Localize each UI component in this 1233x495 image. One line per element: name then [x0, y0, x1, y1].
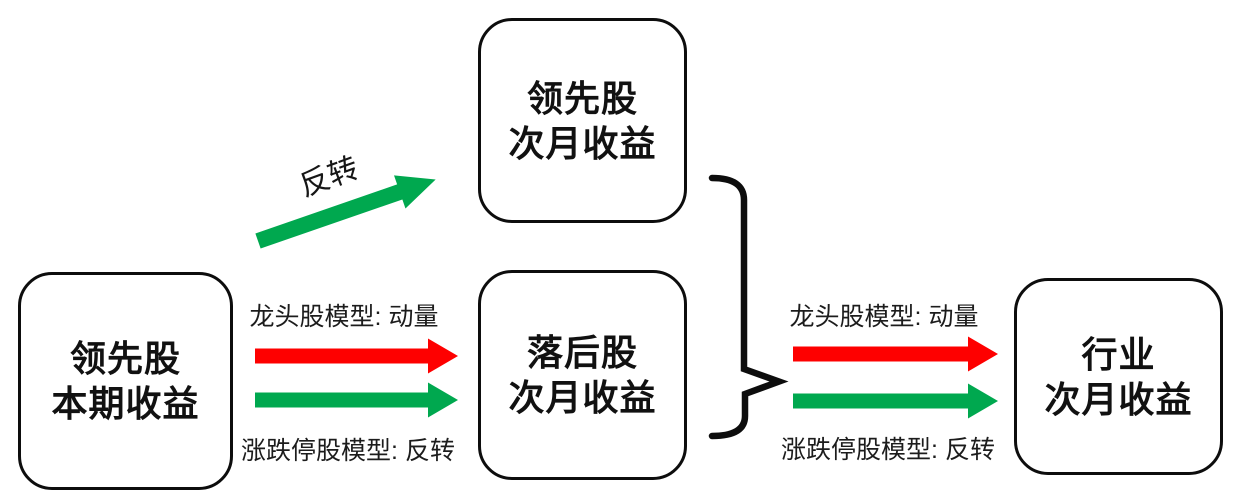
arrow-reversal-diagonal: [255, 175, 436, 249]
grouping-brace: [708, 174, 789, 440]
label-right-reversal: 涨跌停股模型: 反转: [781, 436, 995, 464]
label-right-momentum: 龙头股模型: 动量: [789, 303, 979, 331]
arrow-right-momentum-red: [793, 336, 998, 372]
node-leading-current: 领先股 本期收益: [18, 272, 233, 490]
node-industry-next-line1: 行业: [1081, 333, 1156, 375]
arrow-left-momentum-red: [255, 338, 458, 374]
arrow-right-reversal-green: [793, 383, 998, 419]
node-leading-current-line2: 本期收益: [51, 383, 200, 424]
node-lagging-next: 落后股 次月收益: [478, 270, 687, 480]
arrow-left-reversal-green: [255, 382, 458, 418]
node-industry-next-line2: 次月收益: [1044, 378, 1193, 420]
node-leading-next: 领先股 次月收益: [478, 18, 687, 223]
node-lagging-next-line1: 落后股: [526, 332, 638, 373]
node-lagging-next-line2: 次月收益: [508, 377, 657, 418]
label-left-reversal: 涨跌停股模型: 反转: [241, 437, 455, 465]
node-industry-next: 行业 次月收益: [1014, 278, 1223, 475]
node-leading-next-line1: 领先股: [526, 77, 638, 119]
node-leading-current-line1: 领先股: [69, 338, 181, 379]
label-left-momentum: 龙头股模型: 动量: [249, 303, 439, 331]
node-leading-next-line2: 次月收益: [508, 122, 657, 164]
